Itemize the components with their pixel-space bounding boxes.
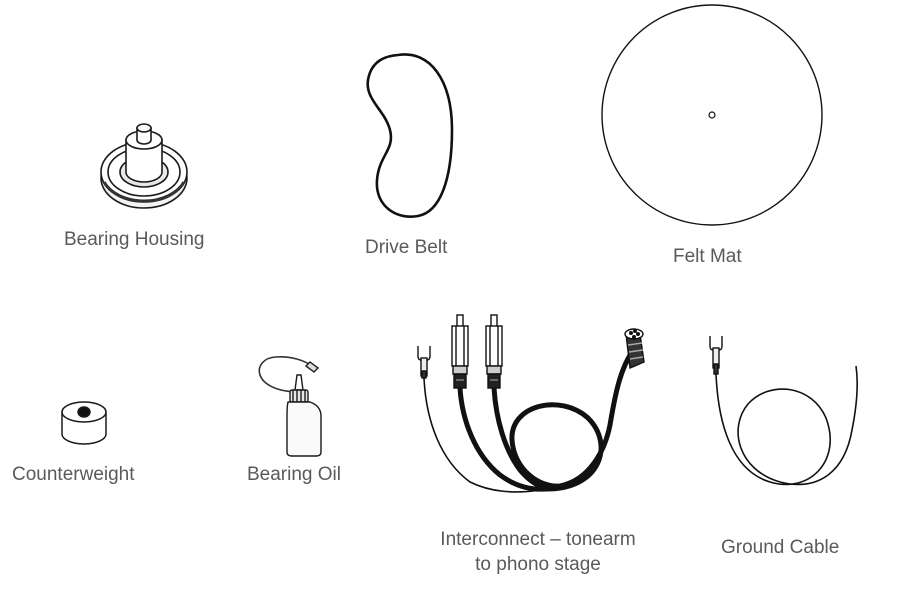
bearing-oil-label: Bearing Oil [247,464,341,485]
counterweight-label: Counterweight [12,464,135,485]
ground-cable-label: Ground Cable [721,537,840,558]
bearing-housing-label: Bearing Housing [64,229,205,250]
felt-mat-label: Felt Mat [673,246,742,267]
drive-belt-label: Drive Belt [365,237,448,258]
interconnect-label: Interconnect – tonearm to phono stage [418,527,658,577]
interconnect-label-line1: Interconnect – tonearm [440,529,636,550]
interconnect-label-line2: to phono stage [475,554,601,575]
